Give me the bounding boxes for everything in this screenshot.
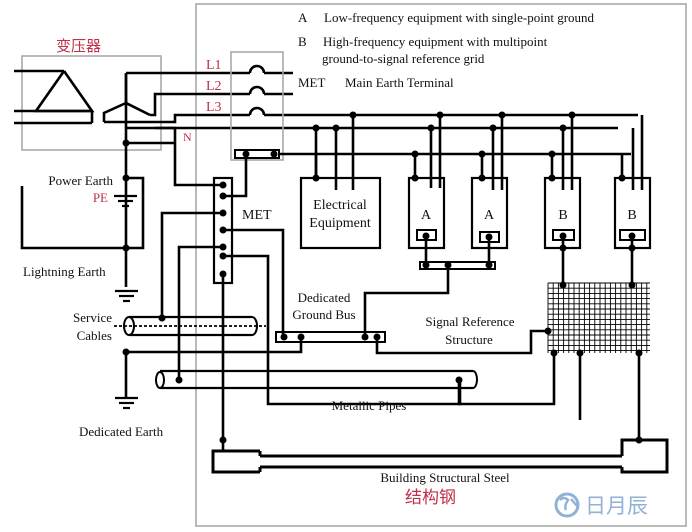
dedicated-earth-label: Dedicated Earth <box>79 424 164 439</box>
svg-text:A: A <box>484 208 495 223</box>
legend-key-a: A <box>298 10 308 25</box>
legend-key-met: MET <box>298 75 326 90</box>
metallic-pipes-label: Metallic Pipes <box>332 398 407 413</box>
equipment-b-2: B <box>613 174 652 285</box>
transformer-box <box>21 55 162 151</box>
phase-label-l2: L2 <box>206 79 222 94</box>
building-steel-label-cn: 结构钢 <box>405 488 456 507</box>
delta-winding <box>14 69 95 125</box>
legend-text-b-line1: High-frequency equipment with multipoint <box>323 34 548 49</box>
single-point-lead <box>363 265 450 336</box>
signal-reference-grid <box>547 282 650 353</box>
wye-winding <box>102 73 151 128</box>
watermark-logo-icon <box>554 492 580 518</box>
power-earth-label: Power Earth <box>48 173 113 188</box>
equipment-b-1: B <box>543 174 582 285</box>
dedicated-ground-bus-label-1: Dedicated <box>298 290 351 305</box>
svg-text:B: B <box>627 208 636 223</box>
lightning-earth-label: Lightning Earth <box>23 264 106 279</box>
svg-text:B: B <box>558 208 567 223</box>
dedicated-ground-bus-label-2: Ground Bus <box>292 307 355 322</box>
breaker-panel <box>230 51 284 161</box>
phase-label-l1: L1 <box>206 58 222 73</box>
signal-reference-label-2: Structure <box>445 332 493 347</box>
electrical-equipment-label-1: Electrical <box>313 198 367 213</box>
lightning-ground-symbol <box>115 289 138 303</box>
electrical-equipment-label-2: Equipment <box>309 216 371 231</box>
phase-conductors <box>104 64 638 130</box>
phase-label-l3: L3 <box>206 100 222 115</box>
legend-text-met: Main Earth Terminal <box>345 75 454 90</box>
phase-label-n: N <box>183 130 192 144</box>
watermark-text: 日月辰 <box>585 494 648 518</box>
electrical-equipment-box <box>299 176 382 250</box>
single-point-bus <box>419 261 496 270</box>
metallic-pipes <box>155 369 478 390</box>
transformer-label: 变压器 <box>56 38 101 55</box>
service-cables <box>114 315 266 337</box>
signal-reference-label-1: Signal Reference <box>425 314 514 329</box>
building-structural-steel <box>211 438 669 474</box>
building-frame <box>195 3 687 527</box>
legend-text-b-line2: ground-to-signal reference grid <box>322 51 485 66</box>
service-cables-label-1: Service <box>73 310 112 325</box>
watermark: 日月辰 <box>554 492 648 518</box>
pe-ground-symbol <box>114 194 137 208</box>
legend-key-b: B <box>298 34 307 49</box>
service-cables-label-2: Cables <box>77 328 112 343</box>
building-steel-label: Building Structural Steel <box>380 470 510 485</box>
equipment-feeders <box>312 111 644 190</box>
met-label: MET <box>242 208 272 223</box>
equipment-a-1: A <box>407 174 446 265</box>
equipment-a-2: A <box>470 174 509 265</box>
pe-label: PE <box>93 190 108 205</box>
dedicated-ground-symbol <box>115 396 138 410</box>
legend-text-a: Low-frequency equipment with single-poin… <box>324 10 595 25</box>
dedicated-ground-bus <box>275 331 386 343</box>
svg-text:A: A <box>421 208 432 223</box>
